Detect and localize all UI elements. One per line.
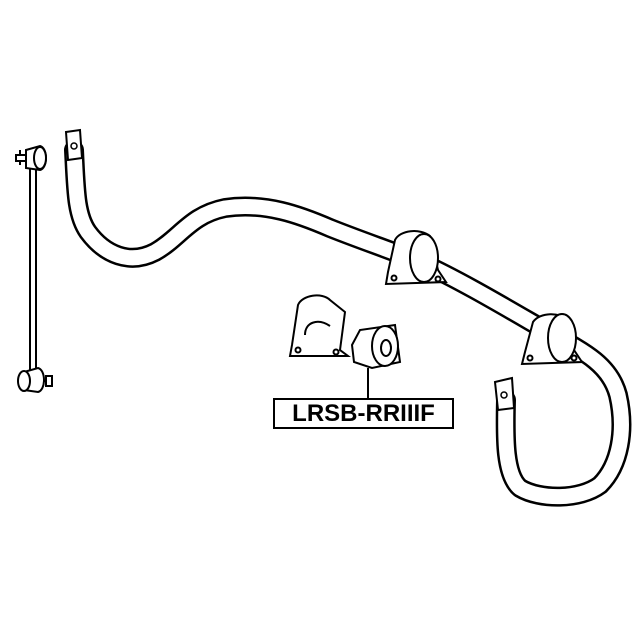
mounted-bushing-1: [384, 230, 448, 286]
bar-end-bracket-left: [64, 128, 84, 162]
part-number-label: LRSB-RRIIIF: [273, 398, 454, 429]
bushing: [350, 323, 402, 370]
bar-end-bracket-right: [493, 376, 516, 412]
clamp-bracket: [288, 294, 351, 357]
mounted-bushing-2: [520, 313, 584, 366]
stabilizer-link: [15, 144, 53, 394]
